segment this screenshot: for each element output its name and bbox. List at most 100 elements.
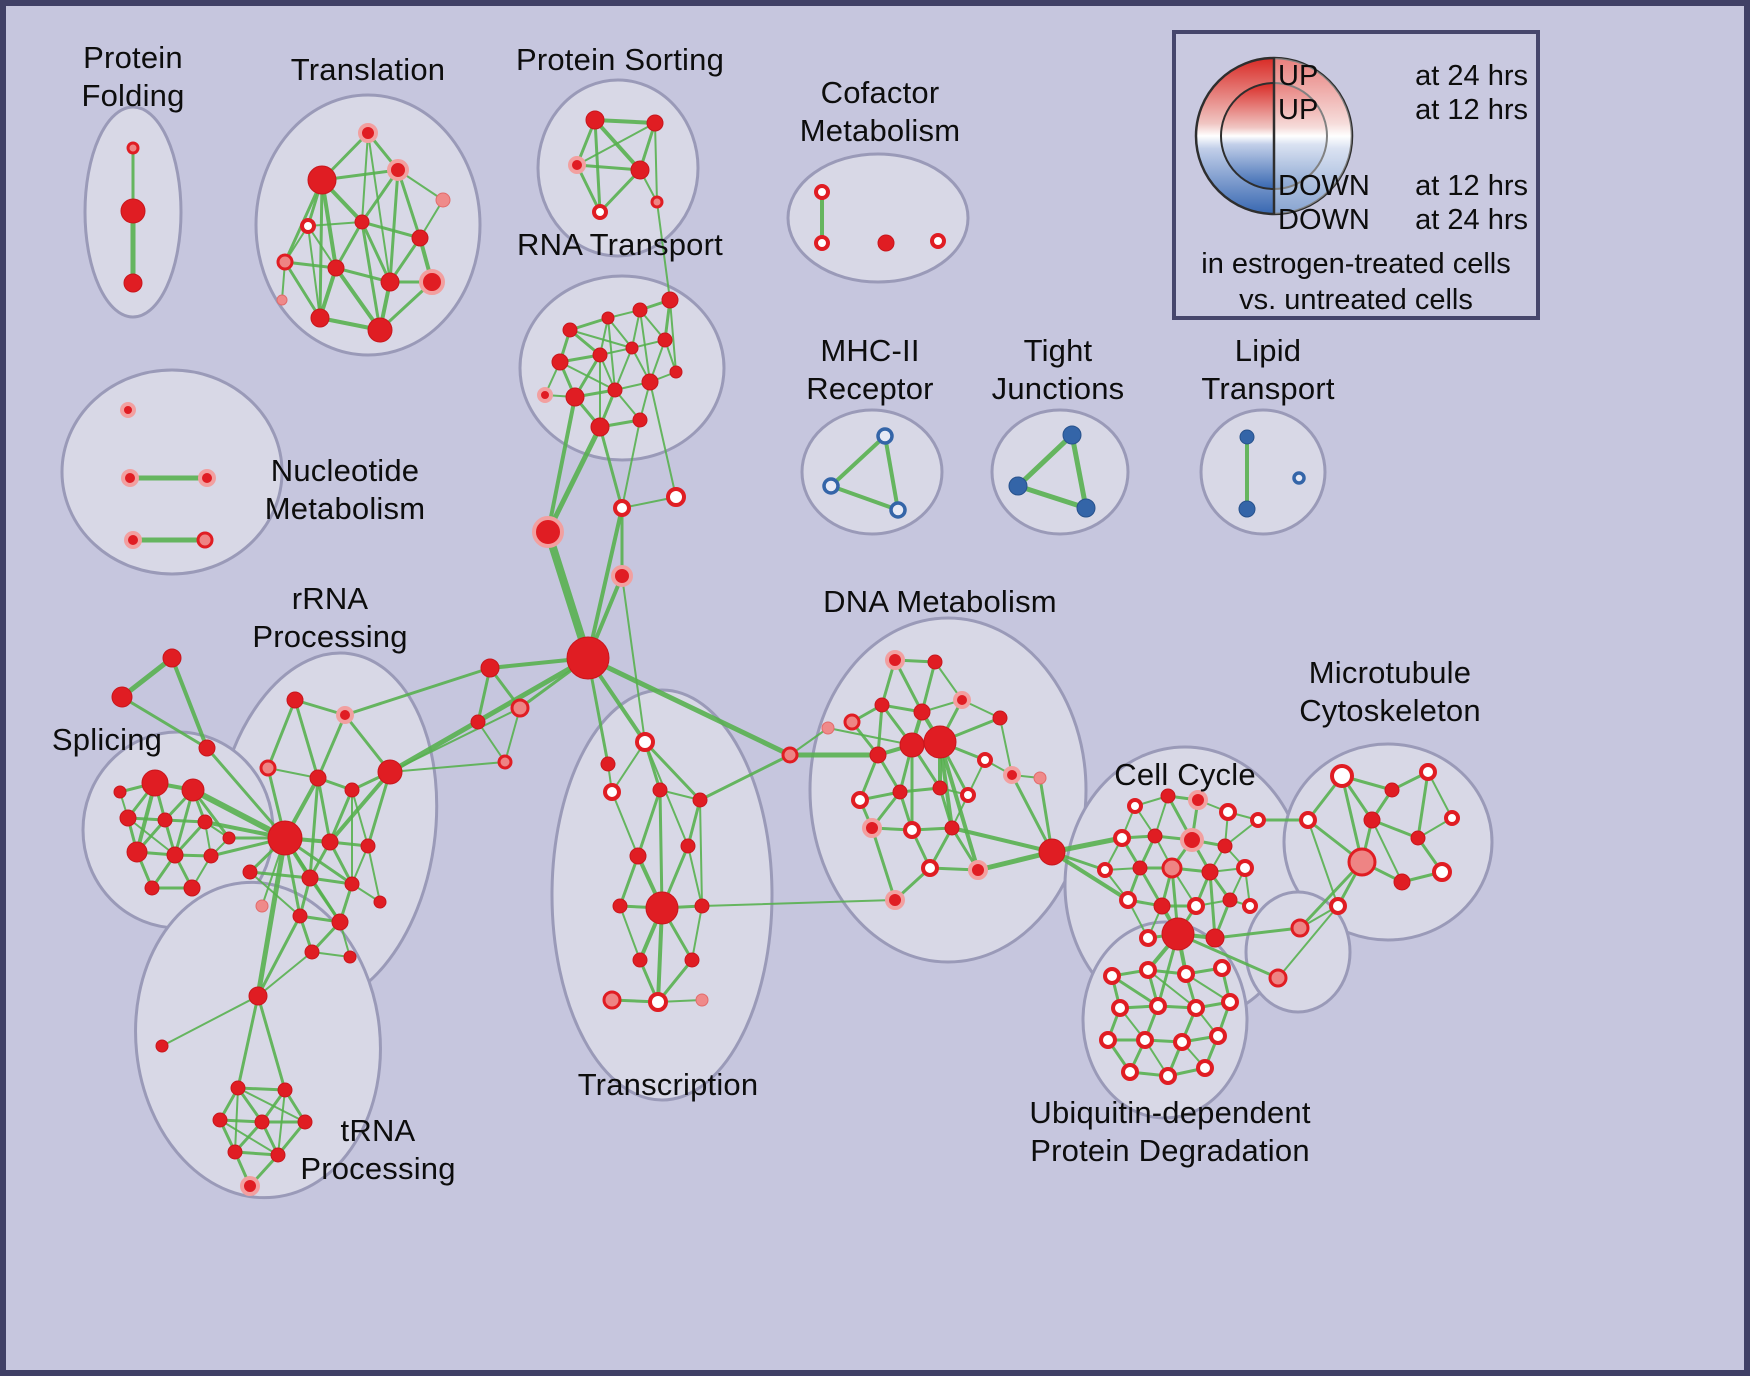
gene-node xyxy=(1222,892,1238,908)
network-edge xyxy=(266,698,297,770)
network-edge xyxy=(598,168,642,214)
gene-node xyxy=(1160,788,1176,804)
legend-label: DOWN xyxy=(1278,170,1370,202)
gene-node xyxy=(222,831,236,845)
network-edge xyxy=(686,798,702,848)
gene-node xyxy=(435,192,451,208)
gene-node xyxy=(877,234,895,252)
gene-node xyxy=(944,820,960,836)
gene-node xyxy=(255,899,269,913)
gene-node xyxy=(1238,500,1256,518)
cluster-label-translation: Translation xyxy=(290,52,446,88)
gene-node xyxy=(254,1114,270,1130)
gene-node xyxy=(497,754,513,770)
legend-label: UP xyxy=(1278,60,1319,92)
gene-node xyxy=(821,721,835,735)
network-edge xyxy=(691,905,703,961)
gene-node xyxy=(1410,830,1426,846)
gene-node xyxy=(1097,862,1113,878)
gene-node xyxy=(367,317,393,343)
gene-node xyxy=(336,706,354,724)
gene-node xyxy=(286,691,304,709)
gene-node xyxy=(843,713,861,731)
network-edge xyxy=(360,220,392,284)
network-edge xyxy=(593,118,657,125)
gene-node xyxy=(1161,857,1183,879)
gene-node xyxy=(240,1176,260,1196)
gene-node xyxy=(123,273,143,293)
gene-node xyxy=(197,814,213,830)
network-edge xyxy=(334,266,382,332)
gene-node xyxy=(1033,771,1047,785)
gene-node xyxy=(259,759,277,777)
network-edge xyxy=(170,656,209,750)
gene-node xyxy=(1236,859,1254,877)
gene-node xyxy=(1149,997,1167,1015)
network-edge xyxy=(621,419,641,509)
gene-node xyxy=(297,1114,313,1130)
gene-node xyxy=(601,311,615,325)
cluster-label-splicing: Splicing xyxy=(51,722,163,758)
gene-node xyxy=(344,782,360,798)
gene-node xyxy=(1217,838,1233,854)
legend-row-down-12h: DOWN at 12 hrs xyxy=(1278,170,1528,203)
gene-node xyxy=(1196,1059,1214,1077)
network-edge xyxy=(576,122,656,166)
network-edge xyxy=(1110,974,1160,1008)
gene-node xyxy=(669,365,683,379)
gene-node xyxy=(930,233,946,249)
network-edge xyxy=(119,655,175,700)
network-edge xyxy=(257,951,313,997)
gene-node xyxy=(1201,863,1219,881)
network-edge xyxy=(120,695,209,750)
network-edge xyxy=(649,381,677,498)
gene-node xyxy=(377,759,403,785)
gene-node xyxy=(684,952,700,968)
network-edge xyxy=(920,660,937,714)
network-edge xyxy=(351,789,369,847)
cluster-label-trna-processing: tRNA Processing xyxy=(300,1113,456,1186)
gene-node xyxy=(1219,803,1237,821)
gene-node xyxy=(899,732,925,758)
gene-node xyxy=(607,382,623,398)
network-edge xyxy=(669,299,677,373)
gene-node xyxy=(304,944,320,960)
legend-updown-donut-icon xyxy=(1194,56,1354,216)
network-edge xyxy=(1371,819,1403,883)
gene-node xyxy=(885,650,905,670)
legend-caption-line2: vs. untreated cells xyxy=(1239,284,1473,316)
cluster-label-microtubule-cytoskeleton: Microtubule Cytoskeleton xyxy=(1299,655,1481,728)
gene-node xyxy=(1292,471,1306,485)
network-edge xyxy=(387,655,591,775)
network-edge xyxy=(607,317,616,391)
gene-node xyxy=(419,269,445,295)
gene-node xyxy=(645,891,679,925)
legend-label: UP xyxy=(1278,94,1319,126)
gene-node xyxy=(876,427,894,445)
network-edge xyxy=(307,225,321,319)
gene-node xyxy=(1242,898,1258,914)
gene-node xyxy=(1062,425,1082,445)
gene-node xyxy=(227,1144,243,1160)
gene-node xyxy=(212,1112,228,1128)
gene-node xyxy=(932,780,948,796)
gene-node xyxy=(885,890,905,910)
network-edge xyxy=(396,168,422,240)
network-edge xyxy=(545,424,603,535)
network-edge xyxy=(256,914,302,998)
network-edge xyxy=(950,826,1054,854)
cluster-label-rna-transport: RNA Transport xyxy=(517,227,723,263)
gene-node xyxy=(1177,965,1195,983)
gene-node xyxy=(565,387,585,407)
gene-node xyxy=(358,123,378,143)
gene-node xyxy=(124,531,142,549)
network-edge xyxy=(256,994,287,1092)
gene-node xyxy=(248,986,268,1006)
gene-node xyxy=(1008,476,1028,496)
gene-node xyxy=(632,952,648,968)
gene-node xyxy=(657,332,673,348)
network-edge xyxy=(1176,932,1280,980)
gene-node xyxy=(119,809,137,827)
gene-node xyxy=(1221,993,1239,1011)
